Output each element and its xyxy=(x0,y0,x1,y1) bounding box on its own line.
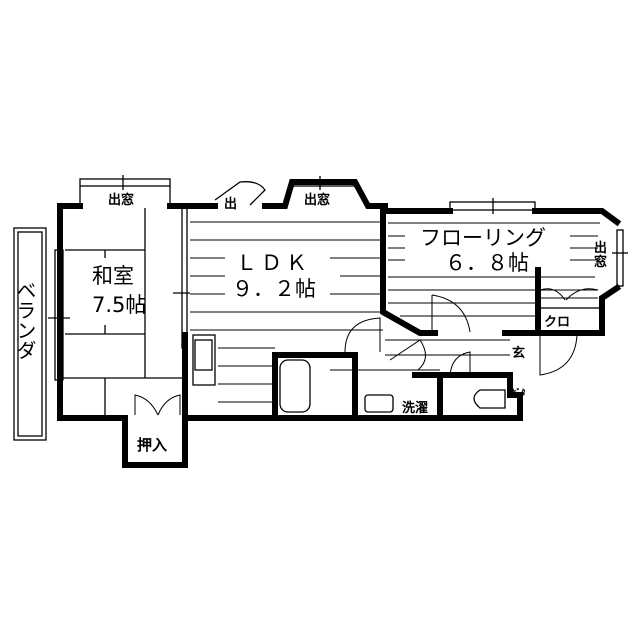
closet-label: クロ xyxy=(544,315,570,330)
flooring-room-lines xyxy=(388,222,600,317)
flooring-size: ６．８帖 xyxy=(445,251,529,275)
shoe-box-label: ｹﾞﾀ xyxy=(512,387,526,399)
laundry-label: 洗濯 xyxy=(402,400,428,416)
toilet xyxy=(473,389,506,409)
bay-window-right-label-bottom: 窓 xyxy=(594,254,607,270)
doors[interactable] xyxy=(134,288,599,416)
bay-window-2-frame xyxy=(291,179,356,187)
bay-window-1-label: 出窓 xyxy=(108,192,134,208)
veranda xyxy=(13,227,47,441)
tatami-lines xyxy=(62,208,185,418)
bay-window-right-frame xyxy=(616,229,624,287)
washitsu-name: 和室 xyxy=(92,264,134,288)
window-washitsu-veranda xyxy=(54,249,64,381)
sink-basin xyxy=(194,339,213,371)
entrance-label: 玄 xyxy=(512,345,525,361)
sliding-door-washitsu-ldk[interactable] xyxy=(181,207,188,349)
bay-window-partial xyxy=(214,181,266,206)
bathtub xyxy=(279,359,311,413)
bay-window-1-frame xyxy=(79,178,171,187)
veranda-label: ベランダ xyxy=(13,280,37,360)
ldk-name: ＬＤＫ xyxy=(236,251,311,275)
bay-window-2-label: 出窓 xyxy=(304,192,330,208)
ldk-size: ９．２帖 xyxy=(232,277,316,301)
walls xyxy=(57,179,622,468)
oshiire-label: 押入 xyxy=(137,436,167,454)
kitchen-sink xyxy=(192,334,216,386)
veranda-inner xyxy=(17,231,43,437)
bay-window-partial-label: 出 xyxy=(224,196,237,212)
flooring-name: フローリング xyxy=(420,226,546,250)
washing-machine xyxy=(364,394,394,413)
closet-box xyxy=(537,307,601,334)
bay-window-right-label-top: 出 xyxy=(594,240,607,256)
washitsu-size: 7.5帖 xyxy=(92,293,146,317)
